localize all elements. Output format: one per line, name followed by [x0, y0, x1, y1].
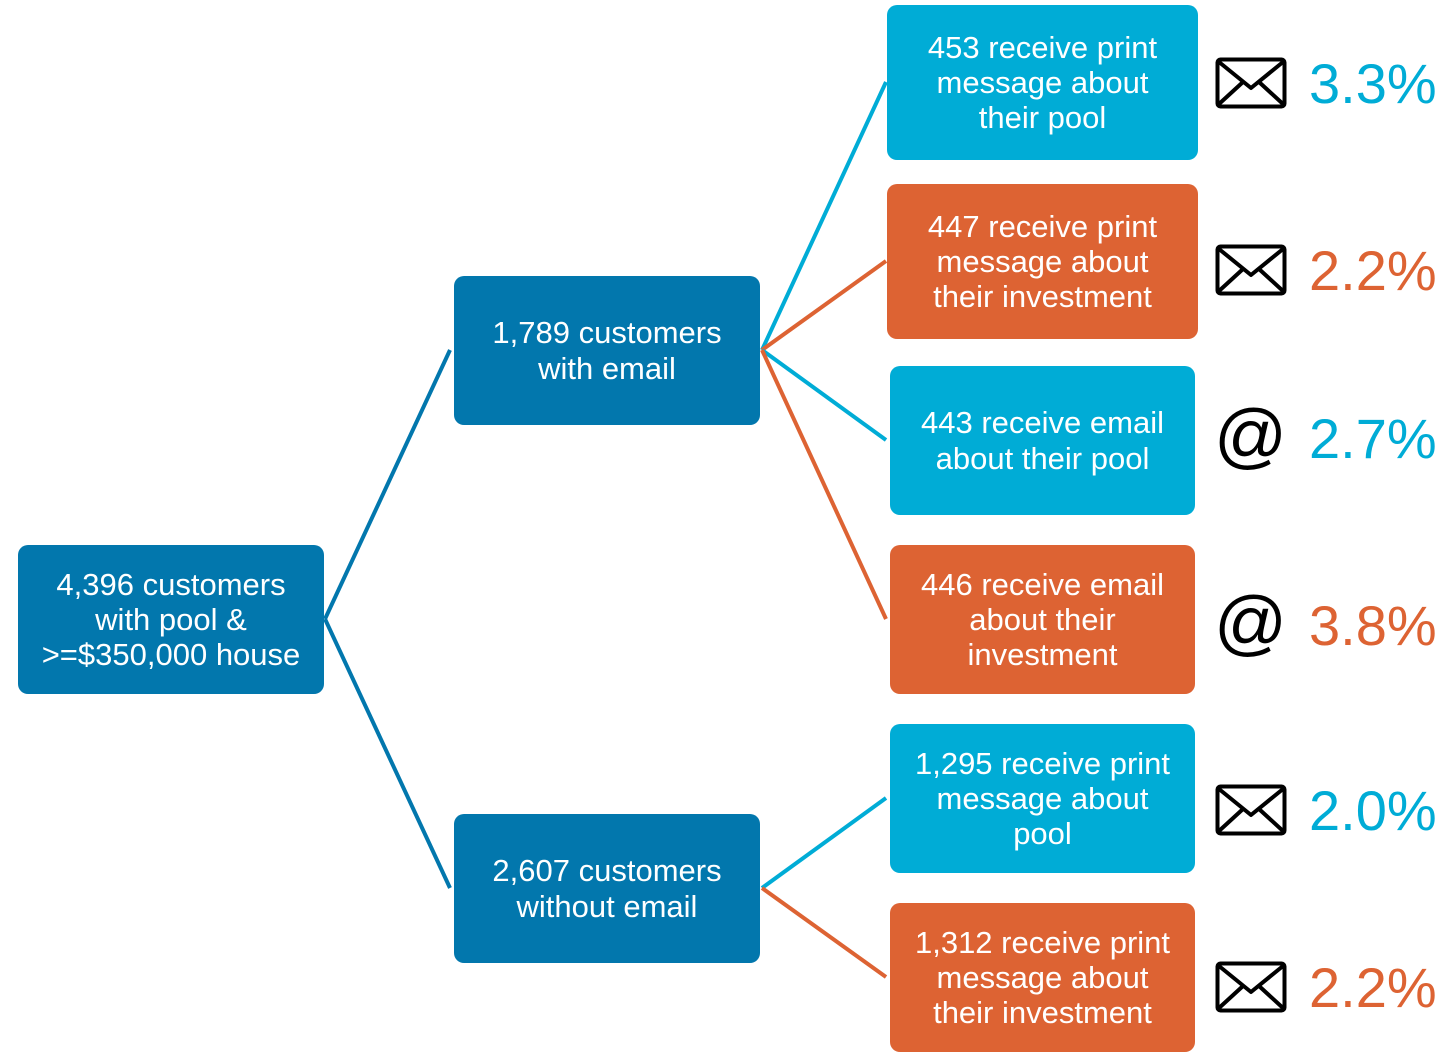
group-node-label: 2,607 customers without email [492, 853, 722, 924]
envelope-icon [1215, 57, 1287, 109]
at-sign-icon: @ [1214, 396, 1288, 476]
response-rate: 2.0% [1309, 779, 1437, 842]
envelope-icon [1215, 244, 1287, 296]
connector-root-to-email [323, 349, 452, 620]
connector-email-to-leaf-3 [760, 348, 888, 442]
leaf-node-label: 1,295 receive print message about pool [914, 745, 1171, 851]
leaf-node-print-pool-no-email: 1,295 receive print message about pool [890, 724, 1195, 873]
leaf-node-label: 446 receive email about their investment [921, 566, 1164, 672]
response-rate: 2.2% [1309, 956, 1437, 1019]
root-node: 4,396 customers with pool & >=$350,000 h… [18, 545, 324, 694]
leaf-node-email-investment: 446 receive email about their investment [890, 545, 1195, 694]
response-rate: 2.7% [1309, 407, 1437, 470]
connector-email-to-leaf-2 [760, 259, 888, 352]
connector-root-to-no-email [323, 618, 452, 889]
group-node-label: 1,789 customers with email [492, 315, 722, 386]
leaf-node-label: 1,312 receive print message about their … [914, 924, 1171, 1030]
response-rate: 3.3% [1309, 52, 1437, 115]
envelope-icon [1215, 961, 1287, 1013]
group-node-with-email: 1,789 customers with email [454, 276, 760, 425]
response-rate: 2.2% [1309, 239, 1437, 302]
leaf-node-print-pool: 453 receive print message about their po… [887, 5, 1198, 160]
at-sign-icon: @ [1214, 583, 1288, 663]
leaf-node-label: 447 receive print message about their in… [927, 208, 1158, 314]
leaf-node-label: 443 receive email about their pool [921, 405, 1164, 476]
leaf-node-print-investment-no-email: 1,312 receive print message about their … [890, 903, 1195, 1052]
connector-email-to-leaf-1 [760, 81, 888, 351]
connector-no-email-to-leaf-5 [760, 796, 888, 890]
response-rate: 3.8% [1309, 594, 1437, 657]
group-node-without-email: 2,607 customers without email [454, 814, 760, 963]
leaf-node-print-investment: 447 receive print message about their in… [887, 184, 1198, 339]
leaf-node-label: 453 receive print message about their po… [927, 29, 1158, 135]
connector-email-to-leaf-4 [760, 349, 888, 620]
connector-no-email-to-leaf-6 [760, 886, 888, 979]
root-node-label: 4,396 customers with pool & >=$350,000 h… [41, 566, 301, 672]
envelope-icon [1215, 784, 1287, 836]
leaf-node-email-pool: 443 receive email about their pool [890, 366, 1195, 515]
